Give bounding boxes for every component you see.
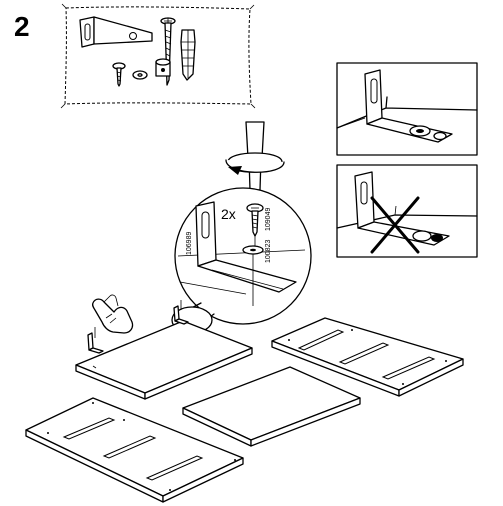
cabinet-panel-upper-right (271, 317, 464, 397)
cabinet-panel-middle (182, 366, 361, 447)
cabinet-panel-lower-left (25, 397, 244, 503)
detail-magnifier: 2x 106989 109049 100823 (171, 187, 312, 334)
bracket-part (79, 16, 153, 48)
rotate-arrow-icon (225, 152, 285, 175)
step-number: 2 (14, 11, 30, 42)
part-number-screw: 109049 (265, 208, 272, 231)
bracket-correct (364, 69, 453, 143)
parts-bag (60, 3, 256, 109)
barrel-nut-part (155, 58, 171, 77)
bracket-left (87, 327, 104, 354)
screw-detail (242, 203, 264, 306)
bracket-right (173, 300, 189, 325)
check-panel-incorrect (336, 164, 478, 258)
check-panel-correct (336, 62, 478, 156)
part-number-bracket: 106989 (186, 232, 193, 255)
bracket-detail (195, 201, 297, 293)
wall-plug-part (180, 29, 196, 81)
cabinet-panel-main (75, 320, 253, 400)
small-screw-part (112, 62, 126, 87)
washer-part (132, 70, 148, 80)
quantity-label: 2x (221, 206, 236, 222)
hand-icon (91, 294, 134, 334)
part-number-washer: 100823 (265, 240, 272, 263)
cross-mark-icon (370, 196, 420, 254)
